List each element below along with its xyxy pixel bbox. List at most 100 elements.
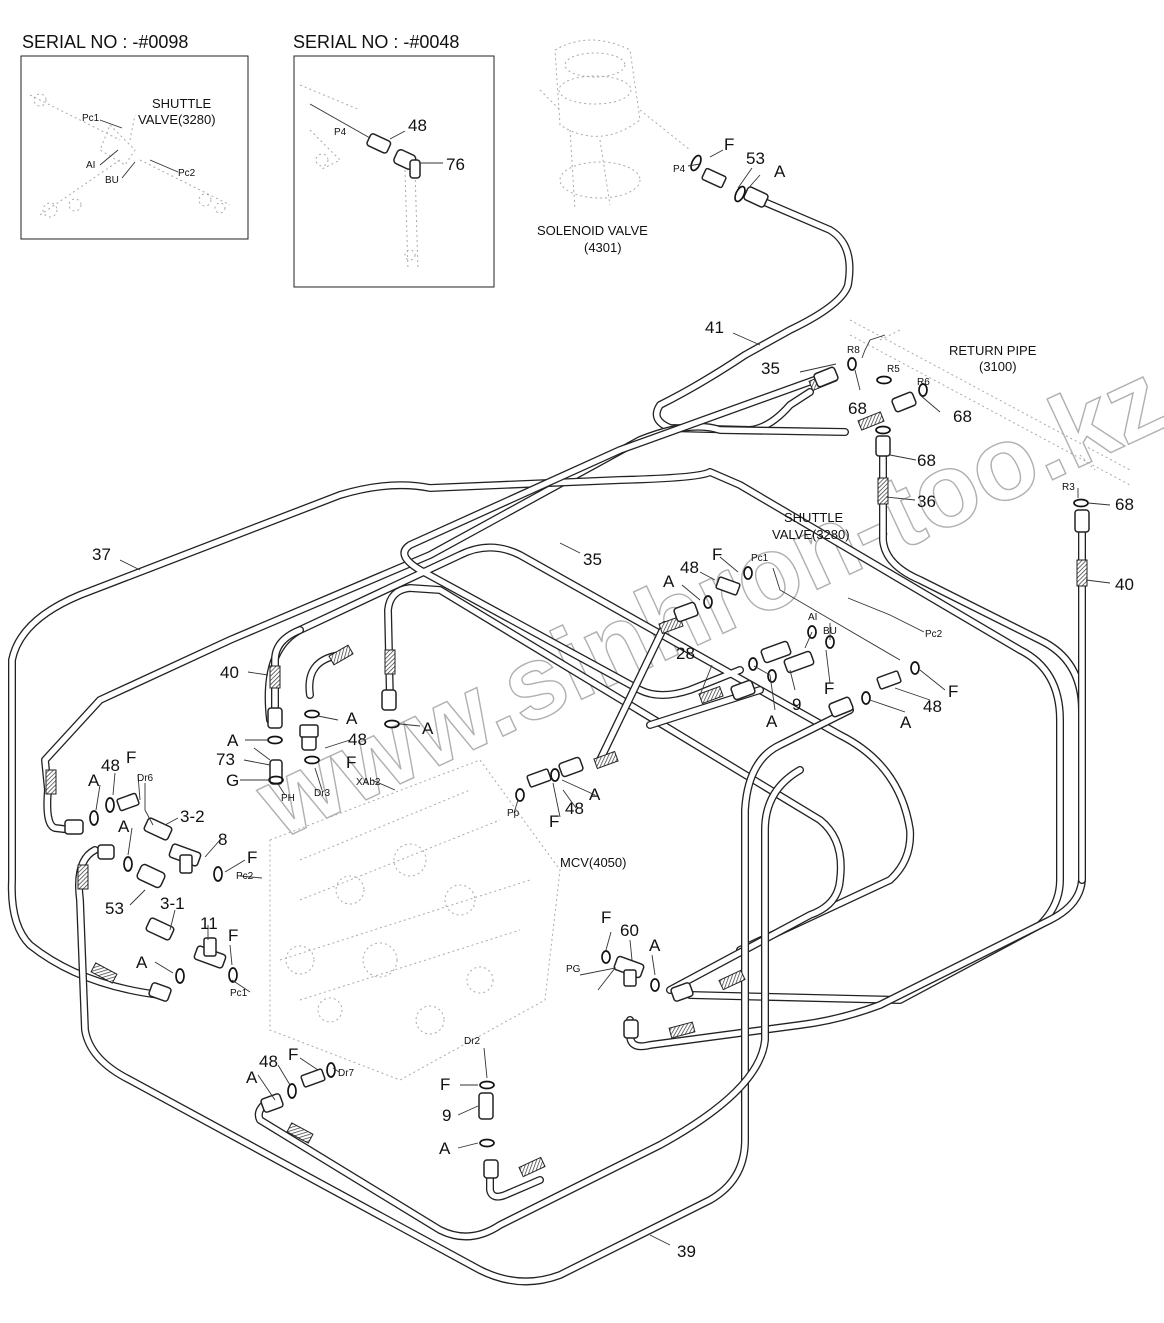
- callout-c47: Dr6: [137, 773, 154, 784]
- callout-c69: 9: [442, 1106, 451, 1125]
- callout-c04: P4: [673, 164, 686, 175]
- callout-c26: 28: [676, 644, 695, 663]
- solenoid-valve-label-line1: SOLENOID VALVE: [537, 223, 648, 238]
- callout-c32: F: [948, 682, 958, 701]
- solenoid-valve-label-line2: (4301): [584, 240, 622, 255]
- tee-8: [168, 843, 202, 874]
- callout-c75: 39: [677, 1242, 696, 1261]
- return-pipe-label-line1: RETURN PIPE: [949, 343, 1037, 358]
- callout-c03: A: [774, 162, 786, 181]
- callout-c71: 48: [259, 1052, 278, 1071]
- callout-c57: A: [136, 953, 148, 972]
- pipe-39: [75, 706, 854, 1286]
- callout-c23: AI: [808, 612, 817, 623]
- callout-c30: A: [900, 713, 912, 732]
- callout-c22: Pc1: [751, 553, 769, 564]
- callout-c06: R8: [847, 345, 860, 356]
- shuttle-valve-label-line1: SHUTTLE: [784, 510, 844, 525]
- callout-c25: Pc2: [925, 629, 943, 640]
- callout-c05: 41: [705, 318, 724, 337]
- callout-c51: F: [247, 848, 257, 867]
- inset-1-shuttle-valve-sketch: [29, 93, 231, 218]
- callout-c65: A: [649, 936, 661, 955]
- callout-c18: 35: [583, 550, 602, 569]
- inset-2-serial: SERIAL NO : -#0048: [293, 32, 459, 52]
- inset-serial-0098: SERIAL NO : -#0098 SHUTTLE VALVE(3280) P…: [20, 32, 249, 240]
- callout-c66: PG: [566, 964, 581, 975]
- callout-c01: F: [724, 135, 734, 154]
- inset-1-valve-label-line2: VALVE(3280): [138, 112, 216, 127]
- callout-c55: 11: [200, 914, 218, 933]
- solenoid-valve-sketch: [539, 39, 691, 211]
- pipe-37: [41, 422, 849, 834]
- tee-11: [193, 937, 227, 969]
- tee-60: [613, 955, 645, 987]
- callout-c07: R5: [887, 364, 900, 375]
- pipe-loop-outer: [7, 468, 1064, 1004]
- callout-c11: 68: [953, 407, 972, 426]
- callout-c53: 53: [105, 899, 124, 918]
- pipe-41: [652, 194, 854, 434]
- callout-c37: 48: [348, 730, 367, 749]
- callout-c46: F: [126, 748, 136, 767]
- callout-c72: F: [288, 1045, 298, 1064]
- callout-c68: F: [440, 1075, 450, 1094]
- callout-c34: A: [346, 709, 358, 728]
- callout-c60: F: [549, 812, 559, 831]
- inset-1-port-bu: BU: [105, 175, 119, 186]
- callout-c52: Pc2: [236, 871, 254, 882]
- callout-c56: F: [228, 926, 238, 945]
- inset-2-frame: [293, 55, 495, 288]
- inset-1-valve-label-line1: SHUTTLE: [152, 96, 212, 111]
- callout-c45: 48: [101, 756, 120, 775]
- callout-c61: 48: [565, 799, 584, 818]
- callout-c16: 40: [1115, 575, 1134, 594]
- callout-c73: A: [246, 1068, 258, 1087]
- callout-c63: F: [601, 908, 611, 927]
- callout-c74: Dr7: [338, 1068, 355, 1079]
- callout-c14: R3: [1062, 482, 1075, 493]
- inset-2-part-76: 76: [446, 155, 465, 174]
- callout-c67: Dr2: [464, 1036, 481, 1047]
- inset-1-port-pc2: Pc2: [178, 168, 196, 179]
- inset-1-port-pc1: Pc1: [82, 113, 100, 124]
- hose-crimp-sections: [45, 370, 1088, 1178]
- callout-c35: A: [422, 719, 434, 738]
- callout-c20: F: [712, 545, 722, 564]
- callout-c41: PH: [281, 793, 295, 804]
- callout-c70: A: [439, 1139, 451, 1158]
- callout-c50: 8: [218, 830, 227, 849]
- pipe-36: [626, 436, 1086, 1051]
- shuttle-valve-label-line2: VALVE(3280): [772, 527, 850, 542]
- hose-end-fittings: [64, 186, 1090, 1179]
- inset-1-frame: [20, 55, 249, 240]
- callout-c33: 40: [220, 663, 239, 682]
- callout-c13: 36: [917, 492, 936, 511]
- callout-c24: BU: [823, 626, 837, 637]
- callout-c38: 73: [216, 750, 235, 769]
- mcv-sketch: [269, 759, 561, 1081]
- inset-2-port-p4: P4: [334, 127, 347, 138]
- callout-c49: 3-2: [180, 807, 205, 826]
- callout-c44: A: [88, 771, 100, 790]
- callout-c09: 35: [761, 359, 780, 378]
- return-pipe-label-line2: (3100): [979, 359, 1017, 374]
- callout-c08: R6: [917, 377, 930, 388]
- mcv-label: MCV(4050): [560, 855, 626, 870]
- inset-1-port-ai: AI: [86, 160, 95, 171]
- callout-c59: Pp: [507, 808, 520, 819]
- callout-c21: A: [663, 572, 675, 591]
- callout-c48: A: [118, 817, 130, 836]
- callout-c58: Pc1: [230, 988, 248, 999]
- callout-c10: 68: [848, 399, 867, 418]
- callout-c17: 37: [92, 545, 111, 564]
- callout-c64: 60: [620, 921, 639, 940]
- callout-c29: A: [766, 712, 778, 731]
- callout-c42: Dr3: [314, 788, 331, 799]
- callout-c27: F: [824, 679, 834, 698]
- pipe-mid-loop: [384, 584, 845, 994]
- callout-c12: 68: [917, 451, 936, 470]
- callout-c62: A: [589, 785, 601, 804]
- callout-c40: G: [226, 771, 239, 790]
